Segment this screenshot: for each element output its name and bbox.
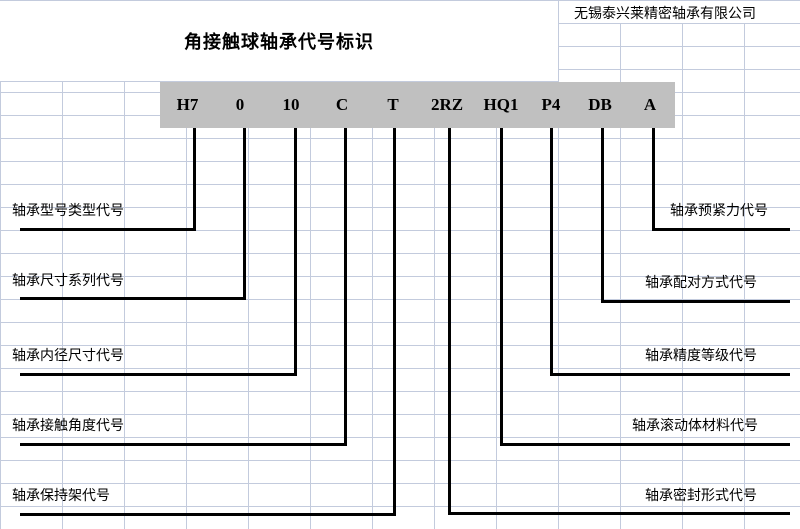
callout-label: 轴承接触角度代号 <box>12 417 124 433</box>
leader-line-horizontal <box>20 373 297 376</box>
code-segment: 2RZ <box>430 95 464 114</box>
bearing-code-bar <box>160 82 675 128</box>
leader-line-horizontal <box>652 228 790 231</box>
merged-title-cell <box>0 1 559 82</box>
leader-line-horizontal <box>20 443 347 446</box>
callout-label: 轴承预紧力代号 <box>670 202 768 218</box>
code-segment: A <box>643 95 657 114</box>
code-segment: DB <box>588 95 612 114</box>
company-name: 无锡泰兴莱精密轴承有限公司 <box>574 5 756 21</box>
callout-label: 轴承保持架代号 <box>12 487 110 503</box>
callout-label: 轴承密封形式代号 <box>645 487 757 503</box>
leader-line-vertical <box>294 128 297 376</box>
leader-line-vertical <box>243 128 246 300</box>
leader-line-vertical <box>193 128 196 231</box>
leader-line-vertical <box>500 128 503 446</box>
page-title: 角接触球轴承代号标识 <box>184 32 374 52</box>
leader-line-horizontal <box>550 373 790 376</box>
callout-label: 轴承型号类型代号 <box>12 202 124 218</box>
code-segment: HQ1 <box>483 95 519 114</box>
company-name-cell <box>559 1 800 23</box>
code-segment: H7 <box>176 95 199 114</box>
leader-line-vertical <box>344 128 347 446</box>
callout-label: 轴承滚动体材料代号 <box>632 417 758 433</box>
leader-line-horizontal <box>448 512 790 515</box>
callout-label: 轴承尺寸系列代号 <box>12 272 124 288</box>
leader-line-horizontal <box>20 513 396 516</box>
callout-label: 轴承配对方式代号 <box>645 274 757 290</box>
callout-label: 轴承内径尺寸代号 <box>12 347 124 363</box>
leader-line-vertical <box>550 128 553 376</box>
leader-line-vertical <box>448 128 451 515</box>
code-segment: T <box>387 95 399 114</box>
code-segment: 0 <box>235 95 245 114</box>
code-segment: C <box>335 95 349 114</box>
leader-line-horizontal <box>601 300 790 303</box>
code-segment: 10 <box>282 95 300 114</box>
leader-line-vertical <box>393 128 396 516</box>
leader-line-horizontal <box>20 228 196 231</box>
leader-line-horizontal <box>20 297 246 300</box>
code-segment: P4 <box>541 95 561 114</box>
leader-line-vertical <box>652 128 655 231</box>
callout-label: 轴承精度等级代号 <box>645 347 757 363</box>
leader-line-vertical <box>601 128 604 303</box>
leader-line-horizontal <box>500 443 790 446</box>
